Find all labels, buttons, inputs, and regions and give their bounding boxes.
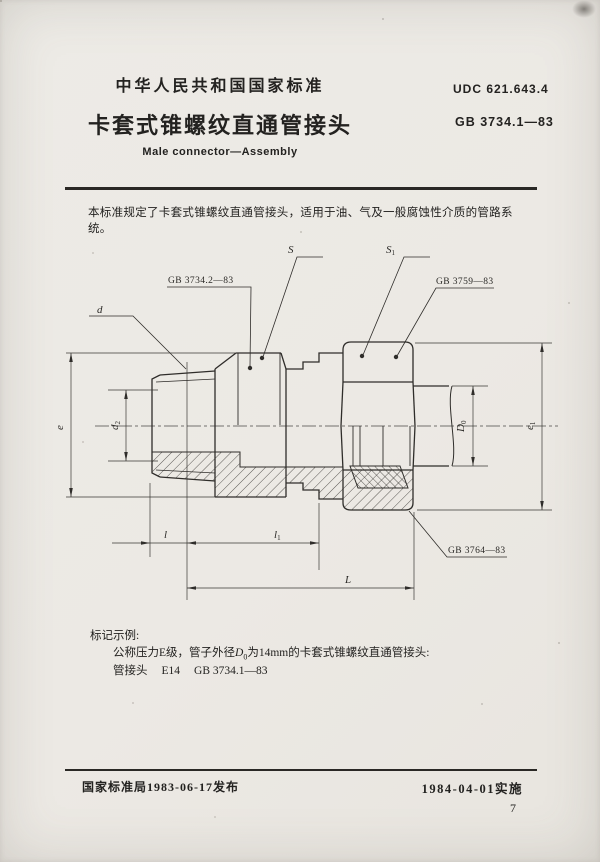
- standard-heading: 中华人民共和国国家标准: [115, 78, 325, 95]
- label-gb-body: GB 3734.2—83: [168, 276, 234, 286]
- section-hatch-body: [152, 452, 343, 499]
- label-s: S: [288, 244, 294, 256]
- svg-text:e1: e1: [524, 421, 537, 430]
- leader-lines: [89, 256, 507, 558]
- leader-dots: [247, 353, 399, 371]
- udc-number: UDC 621.643.4: [453, 82, 549, 96]
- dim-L: L: [187, 512, 415, 600]
- svg-text:l: l: [164, 529, 167, 541]
- svg-text:l1: l1: [274, 529, 281, 542]
- label-gb-ferrule: GB 3764—83: [448, 546, 506, 556]
- symbol-D0: D: [235, 647, 244, 659]
- dim-D0: D0: [452, 385, 488, 467]
- symbol-D0-sub: 0: [243, 652, 248, 662]
- example-text-post: 为14mm的卡套式锥螺纹直通管接头:: [247, 647, 430, 659]
- nut-outline: [340, 341, 416, 511]
- example-heading: 标记示例:: [90, 630, 140, 642]
- footer-rule: [65, 769, 537, 771]
- label-d: d: [97, 304, 103, 316]
- english-subtitle: Male connector—Assembly: [142, 146, 298, 158]
- implemented-date: 1984-04-01实施: [421, 782, 523, 796]
- dim-l-l1: l l1: [112, 483, 320, 570]
- dim-d2: d2: [108, 389, 158, 462]
- scan-specks: [0, 0, 2, 2]
- svg-text:L: L: [344, 574, 351, 586]
- designation-standard: GB 3734.1—83: [194, 665, 268, 677]
- scan-smudge: [572, 0, 596, 18]
- scope-paragraph: 本标准规定了卡套式锥螺纹直通管接头，适用于油、气及一般腐蚀性介质的管路系统。: [88, 207, 513, 235]
- issued-date: 国家标准局1983-06-17发布: [82, 780, 239, 794]
- example-text-pre: 公称压力E级，管子外径: [113, 647, 236, 659]
- page-title: 卡套式锥螺纹直通管接头: [87, 113, 352, 138]
- tube: [413, 385, 455, 467]
- example-description: 公称压力E级，管子外径D0为14mm的卡套式锥螺纹直通管接头:: [113, 644, 429, 661]
- dim-e: e: [54, 352, 237, 498]
- svg-text:D0: D0: [455, 420, 468, 433]
- example-designation: 管接头 E14 GB 3734.1—83: [113, 662, 282, 678]
- label-s1: S1: [386, 244, 396, 257]
- standard-code: GB 3734.1—83: [455, 115, 554, 129]
- dim-e1: e1: [415, 342, 552, 511]
- label-gb-nut: GB 3759—83: [436, 277, 494, 287]
- designation-name: 管接头: [113, 665, 148, 677]
- page-number: 7: [510, 801, 516, 815]
- svg-text:e: e: [54, 425, 66, 430]
- designation-code: E14: [161, 665, 181, 677]
- svg-text:d2: d2: [109, 421, 122, 431]
- header-rule: [65, 187, 537, 190]
- ferrule: [349, 465, 409, 489]
- body-outline: [151, 352, 343, 500]
